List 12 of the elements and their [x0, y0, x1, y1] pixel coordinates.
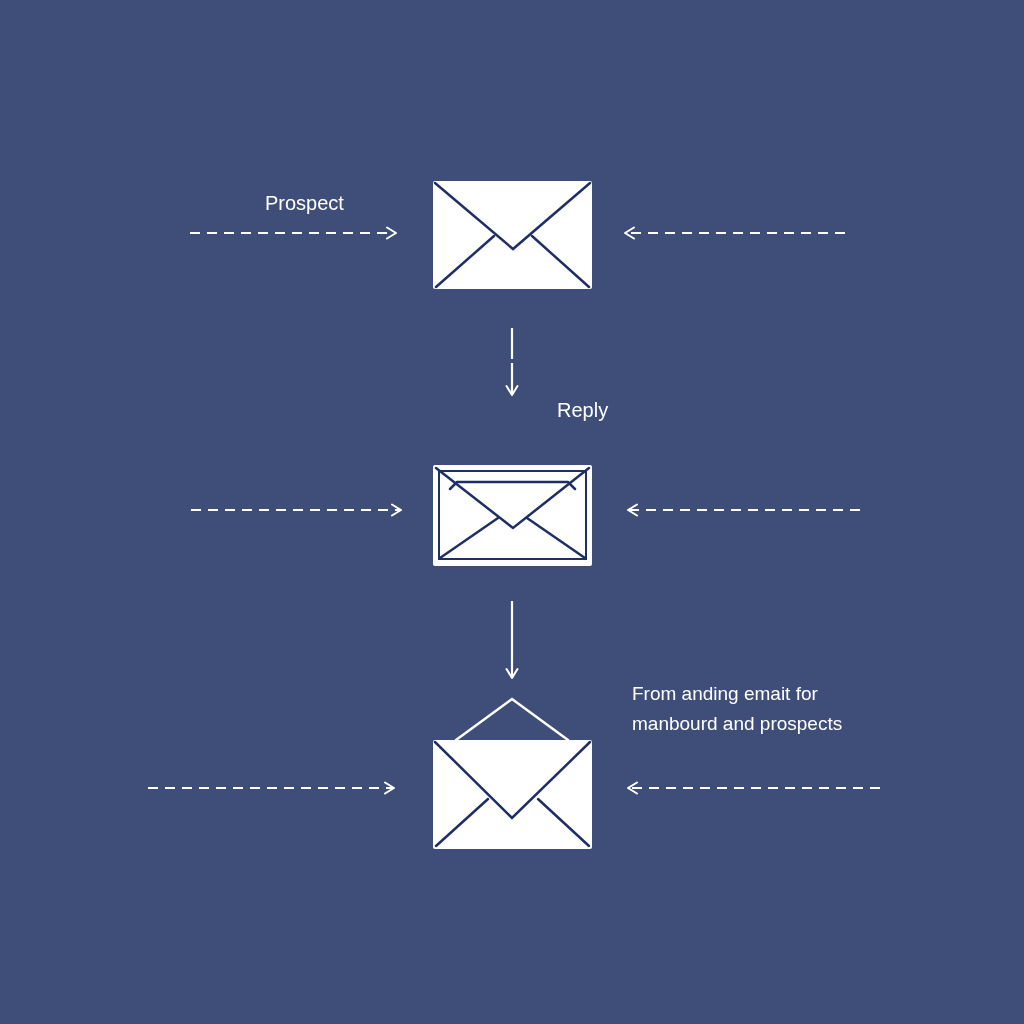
arrow	[191, 503, 402, 517]
arrow	[627, 503, 860, 517]
arrow	[505, 328, 519, 396]
envelope-icon	[433, 181, 592, 289]
envelope-icon	[433, 697, 592, 849]
envelope-icon	[433, 465, 592, 566]
caption-text: From anding emait for manbourd and prospects	[632, 682, 844, 736]
arrow	[627, 781, 880, 795]
arrow	[505, 601, 519, 679]
arrow	[624, 226, 845, 240]
arrow	[148, 781, 395, 795]
edge-label: Reply	[557, 398, 609, 423]
